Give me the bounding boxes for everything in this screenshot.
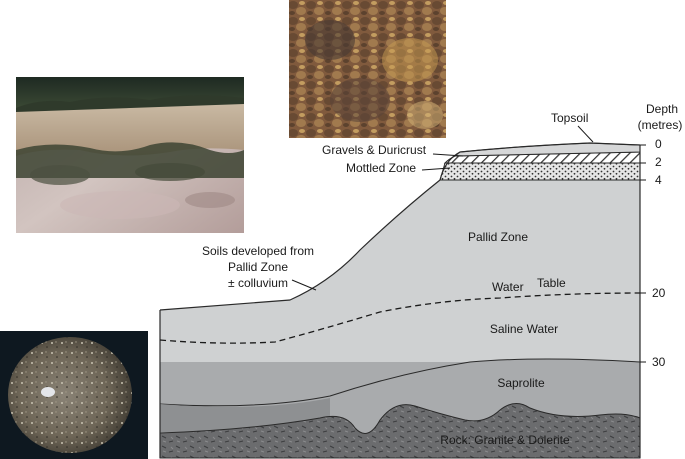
depth-axis-title-line2: (metres) [638,118,683,132]
water-label: Water [492,280,524,294]
topsoil-leader [578,126,593,142]
rock-sample-photo [0,331,148,459]
soils-note-line3: ± colluvium [228,276,288,290]
quarry-photo [16,77,244,233]
depth-tick-20: 20 [652,286,666,300]
pallid-zone-label: Pallid Zone [468,230,528,244]
soils-note-line2: Pallid Zone [228,260,288,274]
depth-tick-2: 2 [655,155,662,169]
mottled-zone-photo [289,0,446,138]
mottled-zone-band [440,163,640,180]
depth-axis-title-line1: Depth [646,102,678,116]
soils-leader [292,280,316,290]
rock-label: Rock: Granite & Dolerite [440,433,570,447]
table-label: Table [537,276,566,290]
depth-tick-4: 4 [655,173,662,187]
saline-water-label: Saline Water [490,322,558,336]
saprolite-label: Saprolite [497,376,545,390]
mottled-zone-label: Mottled Zone [346,161,416,175]
topsoil-label: Topsoil [551,111,588,125]
depth-tick-30: 30 [652,355,666,369]
gravels-duricrust-label: Gravels & Duricrust [322,143,427,157]
depth-ticks [640,145,646,362]
depth-tick-0: 0 [655,137,662,151]
soils-note-line1: Soils developed from [202,244,314,258]
